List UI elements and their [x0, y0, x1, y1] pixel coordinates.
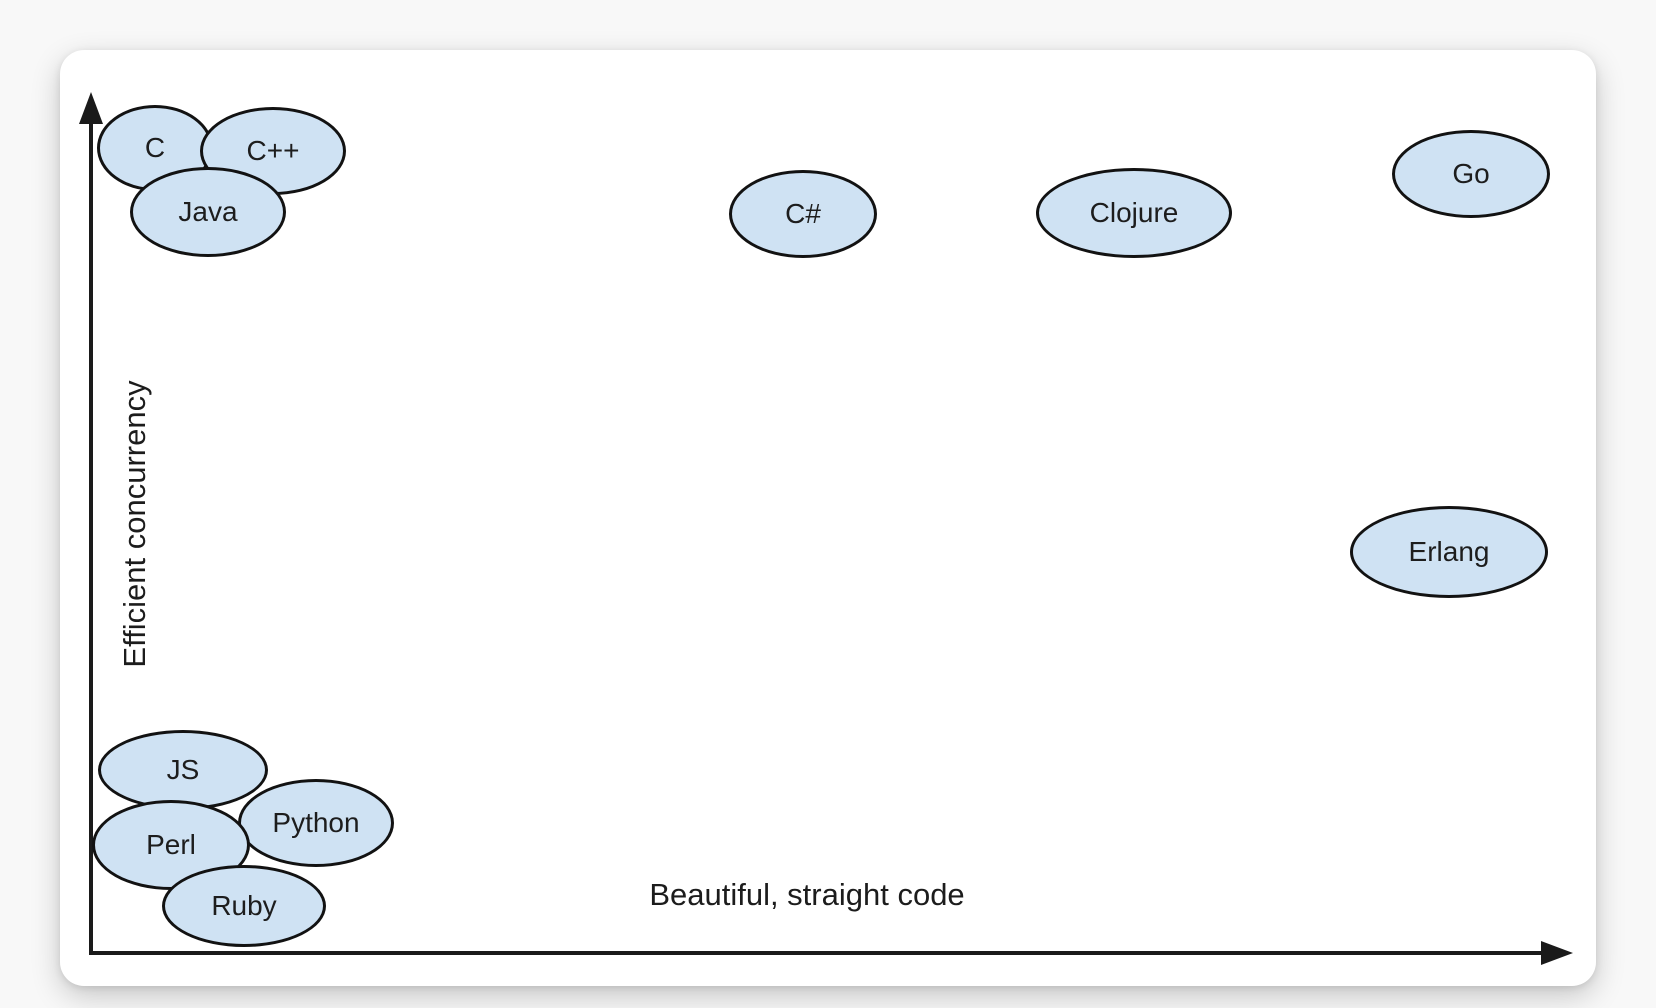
bubble-clojure: Clojure: [1036, 168, 1232, 258]
bubble-label: Ruby: [211, 890, 277, 921]
bubble-csharp: C#: [729, 170, 877, 258]
x-axis-label: Beautiful, straight code: [649, 877, 965, 912]
y-axis-arrowhead-icon: [79, 92, 103, 124]
bubble-label: Java: [178, 196, 238, 227]
bubble-label: Python: [272, 807, 360, 838]
x-axis-line: [89, 951, 1541, 955]
bubble-js: JS: [98, 730, 268, 810]
bubble-erlang: Erlang: [1350, 506, 1548, 598]
bubble-label: C: [144, 132, 166, 163]
bubble-go: Go: [1392, 130, 1550, 218]
bubble-java: Java: [130, 167, 286, 257]
bubble-label: Erlang: [1408, 536, 1490, 567]
bubble-label: C++: [246, 135, 300, 166]
bubble-python: Python: [238, 779, 394, 867]
x-axis-arrowhead-icon: [1541, 941, 1573, 965]
bubble-label: C#: [785, 198, 821, 229]
bubble-label: Go: [1452, 158, 1490, 189]
bubble-label: Clojure: [1089, 197, 1179, 228]
y-axis-line: [89, 118, 93, 955]
bubble-label: JS: [166, 754, 200, 785]
bubble-ruby: Ruby: [162, 865, 326, 947]
bubble-label: Perl: [146, 829, 196, 860]
